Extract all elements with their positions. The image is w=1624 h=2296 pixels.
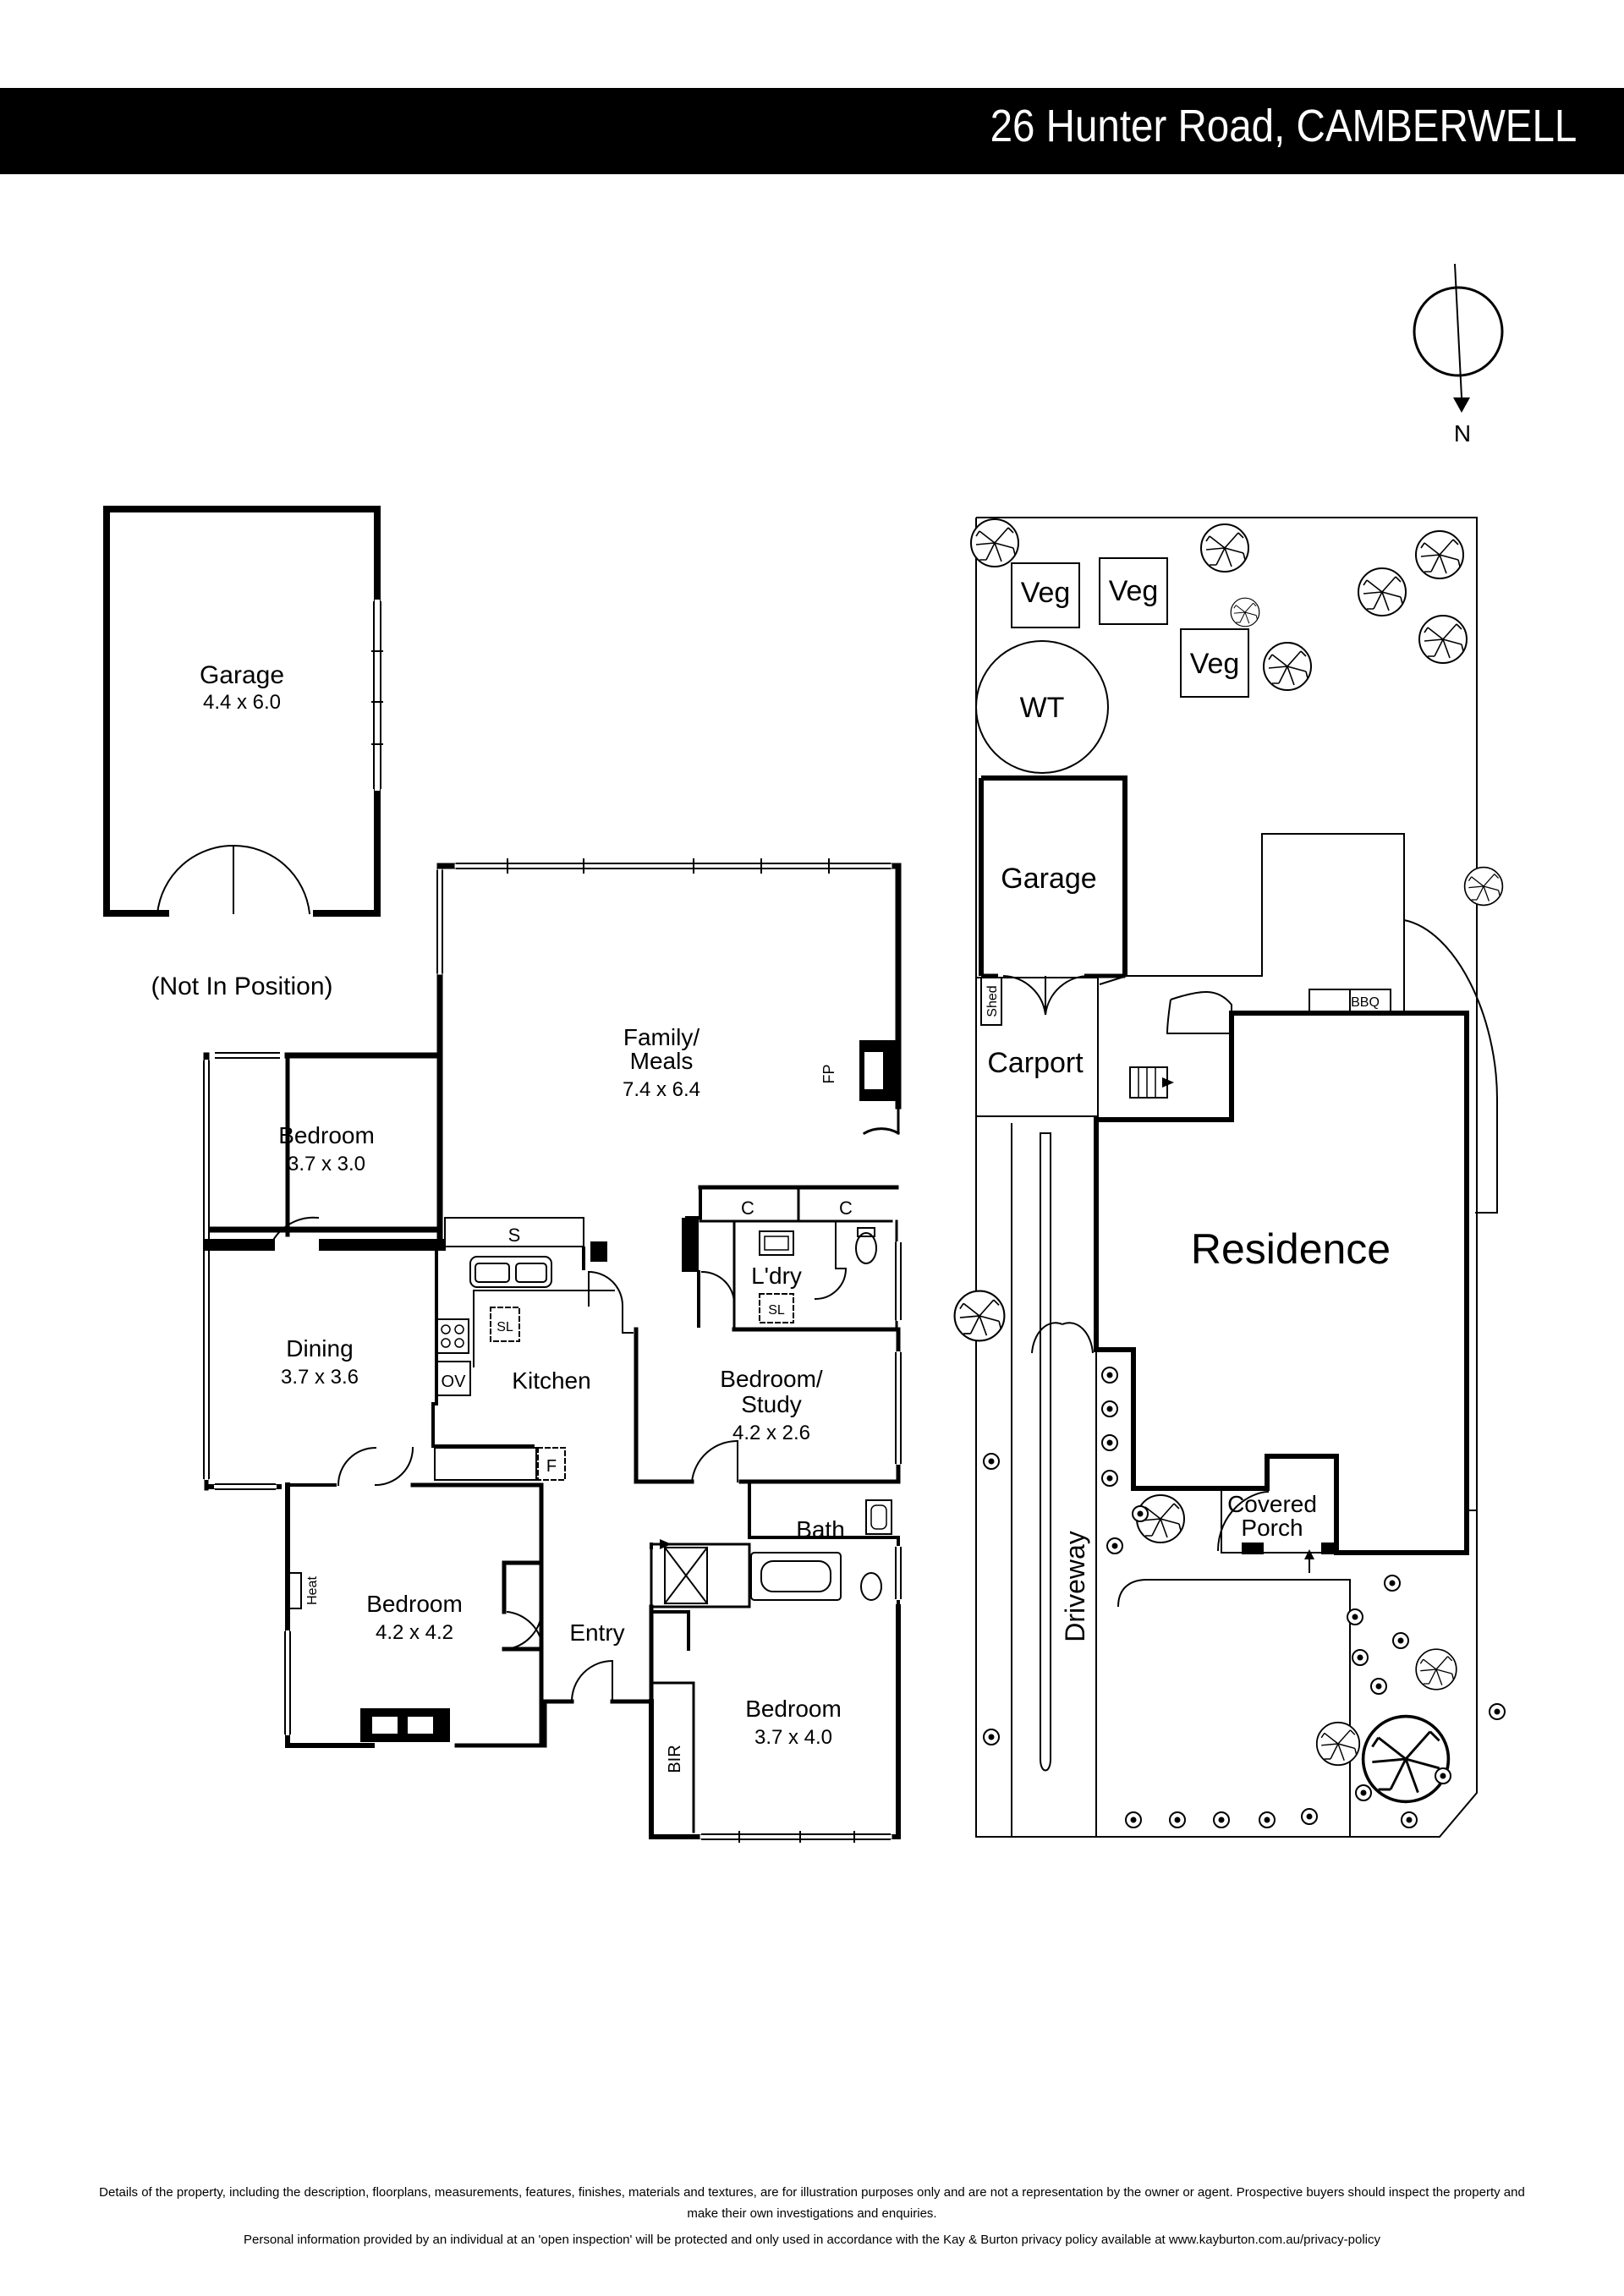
dining-name: Dining — [286, 1335, 353, 1362]
bedroom-nw-name: Bedroom — [278, 1122, 375, 1148]
compass: N — [1413, 263, 1504, 447]
shed-label: Shed — [985, 985, 1000, 1016]
covered-porch-label-2: Porch — [1241, 1515, 1303, 1541]
cupboard-1-label: C — [741, 1197, 754, 1219]
study-name-2: Study — [741, 1391, 802, 1417]
garage-note: (Not In Position) — [151, 973, 332, 1000]
study-name-1: Bedroom/ — [720, 1366, 823, 1392]
kitchen-name: Kitchen — [512, 1367, 590, 1394]
bbq-label: BBQ — [1351, 995, 1380, 1010]
disclaimer-text: Details of the property, including the d… — [99, 2185, 1525, 2221]
bir-label: BIR — [666, 1745, 684, 1773]
garage-name: Garage — [200, 661, 284, 689]
heat-label: Heat — [305, 1576, 320, 1605]
bedroom-se-name: Bedroom — [745, 1696, 842, 1722]
laundry-sl-label: SL — [768, 1303, 785, 1318]
oven-label: OV — [442, 1373, 467, 1391]
family-name-2: Meals — [630, 1048, 694, 1074]
veg-3-label: Veg — [1190, 648, 1240, 680]
site-plan-labels: Veg Veg Veg WT Garage Shed Carport BBQ R… — [985, 575, 1391, 1642]
kitchen-sl-label: SL — [497, 1320, 513, 1334]
bedroom-sw-name: Bedroom — [366, 1591, 463, 1617]
laundry-name: L'dry — [751, 1263, 802, 1289]
carport-label: Carport — [987, 1047, 1084, 1079]
header-bar: 26 Hunter Road, CAMBERWELL — [0, 88, 1624, 174]
bedroom-se-size: 3.7 x 4.0 — [754, 1726, 832, 1749]
garage-size: 4.4 x 6.0 — [203, 691, 281, 714]
site-plan — [953, 517, 1506, 1838]
study-size: 4.2 x 2.6 — [732, 1422, 810, 1444]
family-name-1: Family/ — [623, 1024, 700, 1050]
veg-1-label: Veg — [1021, 577, 1071, 609]
bedroom-sw-size: 4.2 x 4.2 — [376, 1621, 453, 1644]
bedroom-nw-size: 3.7 x 3.0 — [288, 1153, 365, 1175]
covered-porch-label-1: Covered — [1227, 1491, 1317, 1517]
bath-name: Bath — [796, 1516, 845, 1543]
fridge-label: F — [546, 1457, 557, 1476]
north-label: N — [1454, 420, 1471, 447]
cupboard-2-label: C — [839, 1197, 853, 1219]
sink-label: S — [508, 1225, 521, 1246]
veg-2-label: Veg — [1109, 575, 1159, 607]
dining-size: 3.7 x 3.6 — [281, 1366, 359, 1389]
family-size: 7.4 x 6.4 — [623, 1078, 700, 1101]
entry-name: Entry — [569, 1619, 624, 1646]
property-address: 26 Hunter Road, CAMBERWELL — [990, 101, 1577, 151]
privacy-text: Personal information provided by an indi… — [244, 2233, 1380, 2247]
driveway-label: Driveway — [1060, 1531, 1090, 1642]
site-garage-label: Garage — [1001, 863, 1096, 895]
floor-plan-labels: Garage 4.4 x 6.0 (Not In Position) Famil… — [151, 661, 853, 1773]
residence-label: Residence — [1191, 1225, 1391, 1273]
floor-plan — [103, 506, 902, 1843]
water-tank-label: WT — [1020, 692, 1065, 724]
fireplace-label: FP — [820, 1064, 837, 1083]
